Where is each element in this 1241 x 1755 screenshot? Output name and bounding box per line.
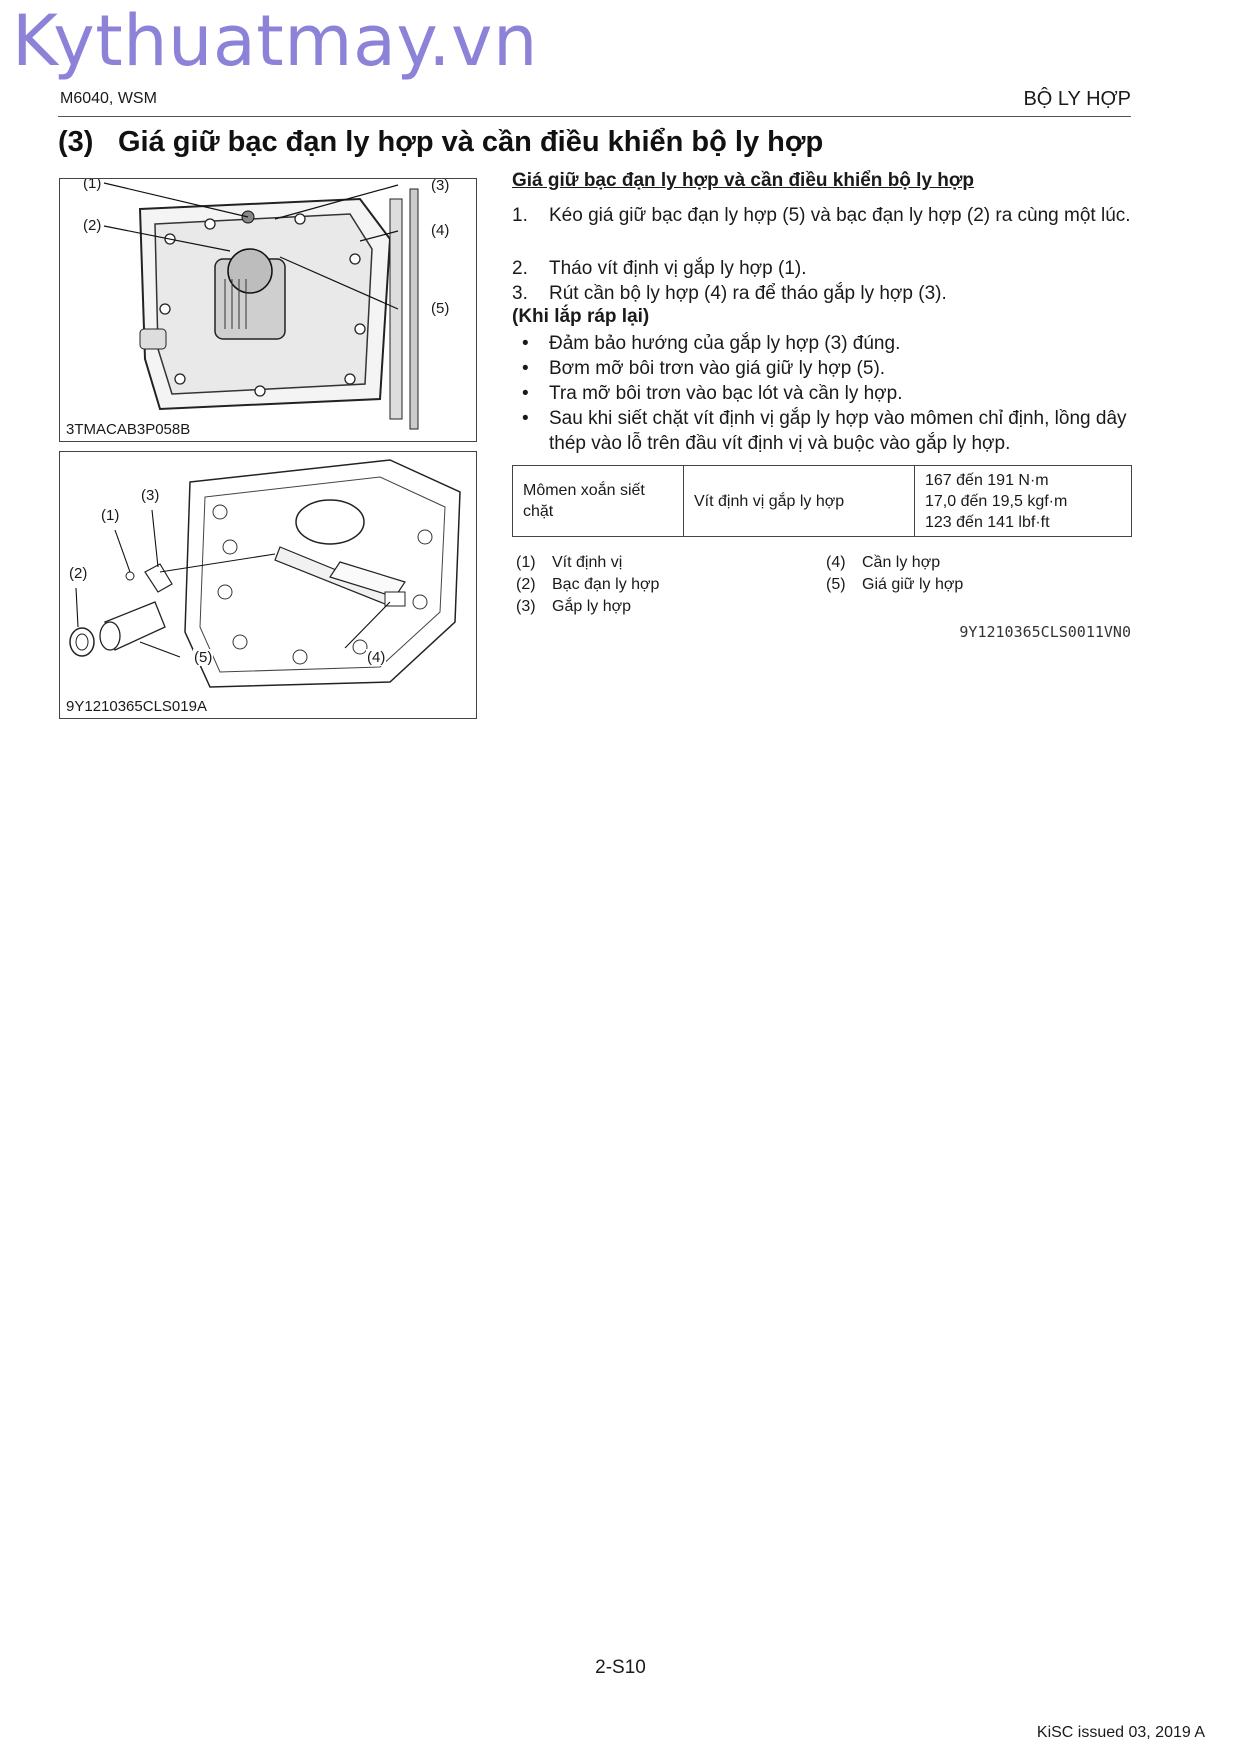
procedure-step: 3. Rút cần bộ ly hợp (4) ra để tháo gắp … (512, 281, 1132, 306)
torque-value-nm: 167 đến 191 N·m (925, 471, 1049, 489)
list-item: (2) Bạc đạn ly hợp (516, 574, 659, 596)
torque-value-kgfm: 17,0 đến 19,5 kgf·m (925, 492, 1068, 510)
legend-key: (5) (826, 576, 846, 593)
legend-label: Gắp ly hợp (552, 598, 631, 615)
torque-item: Vít định vị gắp ly hợp (683, 465, 915, 537)
step-text: Tháo vít định vị gắp ly hợp (1). (549, 258, 807, 279)
bullet-dot: • (522, 408, 529, 429)
bullet-dot: • (522, 383, 529, 404)
list-item: (3) Gắp ly hợp (516, 596, 659, 618)
procedure-step: 1. Kéo giá giữ bạc đạn ly hợp (5) và bạc… (512, 203, 1132, 228)
bullet-text: Sau khi siết chặt vít định vị gắp ly hợp… (549, 408, 1127, 454)
table-row: Mômen xoắn siết chặt Vít định vị gắp ly … (512, 465, 1132, 537)
bullet-text: Bơm mỡ bôi trơn vào giá giữ ly hợp (5). (549, 358, 886, 379)
legend-label: Vít định vị (552, 554, 623, 571)
torque-table: Mômen xoắn siết chặt Vít định vị gắp ly … (512, 465, 1132, 537)
legend-key: (1) (516, 554, 536, 571)
page-number: 2-S10 (595, 1657, 646, 1678)
legend-key: (3) (516, 598, 536, 615)
bullet-dot: • (522, 358, 529, 379)
figure-clutch-housing-photo: (1) (2) (3) (4) (5) 3TMACAB3P058B (59, 178, 477, 442)
step-number: 3. (512, 283, 528, 304)
figure-1-callout-1: (1) (82, 179, 103, 192)
reassembly-bullet: • Tra mỡ bôi trơn vào bạc lót và cần ly … (512, 381, 1132, 406)
figure-exploded-diagram: (1) (2) (3) (4) (5) 9Y1210365CLS019A (59, 451, 477, 719)
figure-2-callout-5: (5) (193, 649, 214, 666)
figure-2-callout-3: (3) (140, 487, 161, 504)
legend-right: (4) Cần ly hợp (5) Giá giữ ly hợp (826, 552, 963, 596)
step-text: Kéo giá giữ bạc đạn ly hợp (5) và bạc đạ… (549, 205, 1131, 226)
reassembly-bullet: • Bơm mỡ bôi trơn vào giá giữ ly hợp (5)… (512, 356, 1132, 381)
legend-left: (1) Vít định vị (2) Bạc đạn ly hợp (3) Gắp … (516, 552, 659, 618)
reassembly-bullet: • Đảm bảo hướng của gắp ly hợp (3) đúng. (512, 331, 1132, 356)
legend-label: Cần ly hợp (862, 554, 941, 571)
figure-1-callout-4: (4) (430, 222, 451, 239)
header-divider (58, 116, 1131, 117)
figure-2-code: 9Y1210365CLS019A (66, 698, 210, 715)
figure-2-illustration (60, 452, 476, 718)
issue-info: KiSC issued 03, 2019 A (1036, 1724, 1205, 1741)
header-chapter: BỘ LY HỢP (1023, 88, 1131, 110)
section-title-text: Giá giữ bạc đạn ly hợp và cần điều khiển… (118, 126, 824, 158)
figure-1-code: 3TMACAB3P058B (66, 421, 194, 438)
step-number: 1. (512, 205, 528, 226)
reassembly-heading: (Khi lắp ráp lại) (512, 306, 650, 327)
procedure-subtitle: Giá giữ bạc đạn ly hợp và cần điều khiển… (512, 170, 975, 191)
torque-value-lbfft: 123 đến 141 lbf·ft (925, 513, 1050, 531)
section-number: (3) (58, 126, 94, 158)
bullet-text: Tra mỡ bôi trơn vào bạc lót và cần ly hợ… (549, 383, 903, 404)
list-item: (4) Cần ly hợp (826, 552, 963, 574)
document-id: 9Y1210365CLS0011VN0 (959, 623, 1131, 641)
torque-values: 167 đến 191 N·m 17,0 đến 19,5 kgf·m 123 … (914, 465, 1132, 537)
bullet-dot: • (522, 333, 529, 354)
figure-2-callout-2: (2) (68, 565, 89, 582)
procedure-step: 2. Tháo vít định vị gắp ly hợp (1). (512, 256, 1132, 281)
legend-label: Bạc đạn ly hợp (552, 576, 660, 593)
section-title: (3) Giá giữ bạc đạn ly hợp và cần điều kh… (58, 126, 823, 159)
legend-key: (4) (826, 554, 846, 571)
torque-label: Mômen xoắn siết chặt (512, 465, 684, 537)
bullet-text: Đảm bảo hướng của gắp ly hợp (3) đúng. (549, 333, 901, 354)
step-number: 2. (512, 258, 528, 279)
figure-1-illustration (60, 179, 476, 441)
watermark: Kythuatmay.vn (12, 0, 538, 82)
figure-2-callout-1: (1) (100, 507, 121, 524)
reassembly-bullet: • Sau khi siết chặt vít định vị gắp ly h… (512, 406, 1132, 456)
figure-1-callout-2: (2) (82, 217, 103, 234)
legend-label: Giá giữ ly hợp (862, 576, 964, 593)
figure-1-callout-3: (3) (430, 178, 451, 194)
step-text: Rút cần bộ ly hợp (4) ra để tháo gắp ly … (549, 283, 947, 304)
figure-1-callout-5: (5) (430, 300, 451, 317)
list-item: (1) Vít định vị (516, 552, 659, 574)
list-item: (5) Giá giữ ly hợp (826, 574, 963, 596)
figure-2-callout-4: (4) (366, 649, 387, 666)
header-model: M6040, WSM (60, 90, 157, 107)
legend-key: (2) (516, 576, 536, 593)
